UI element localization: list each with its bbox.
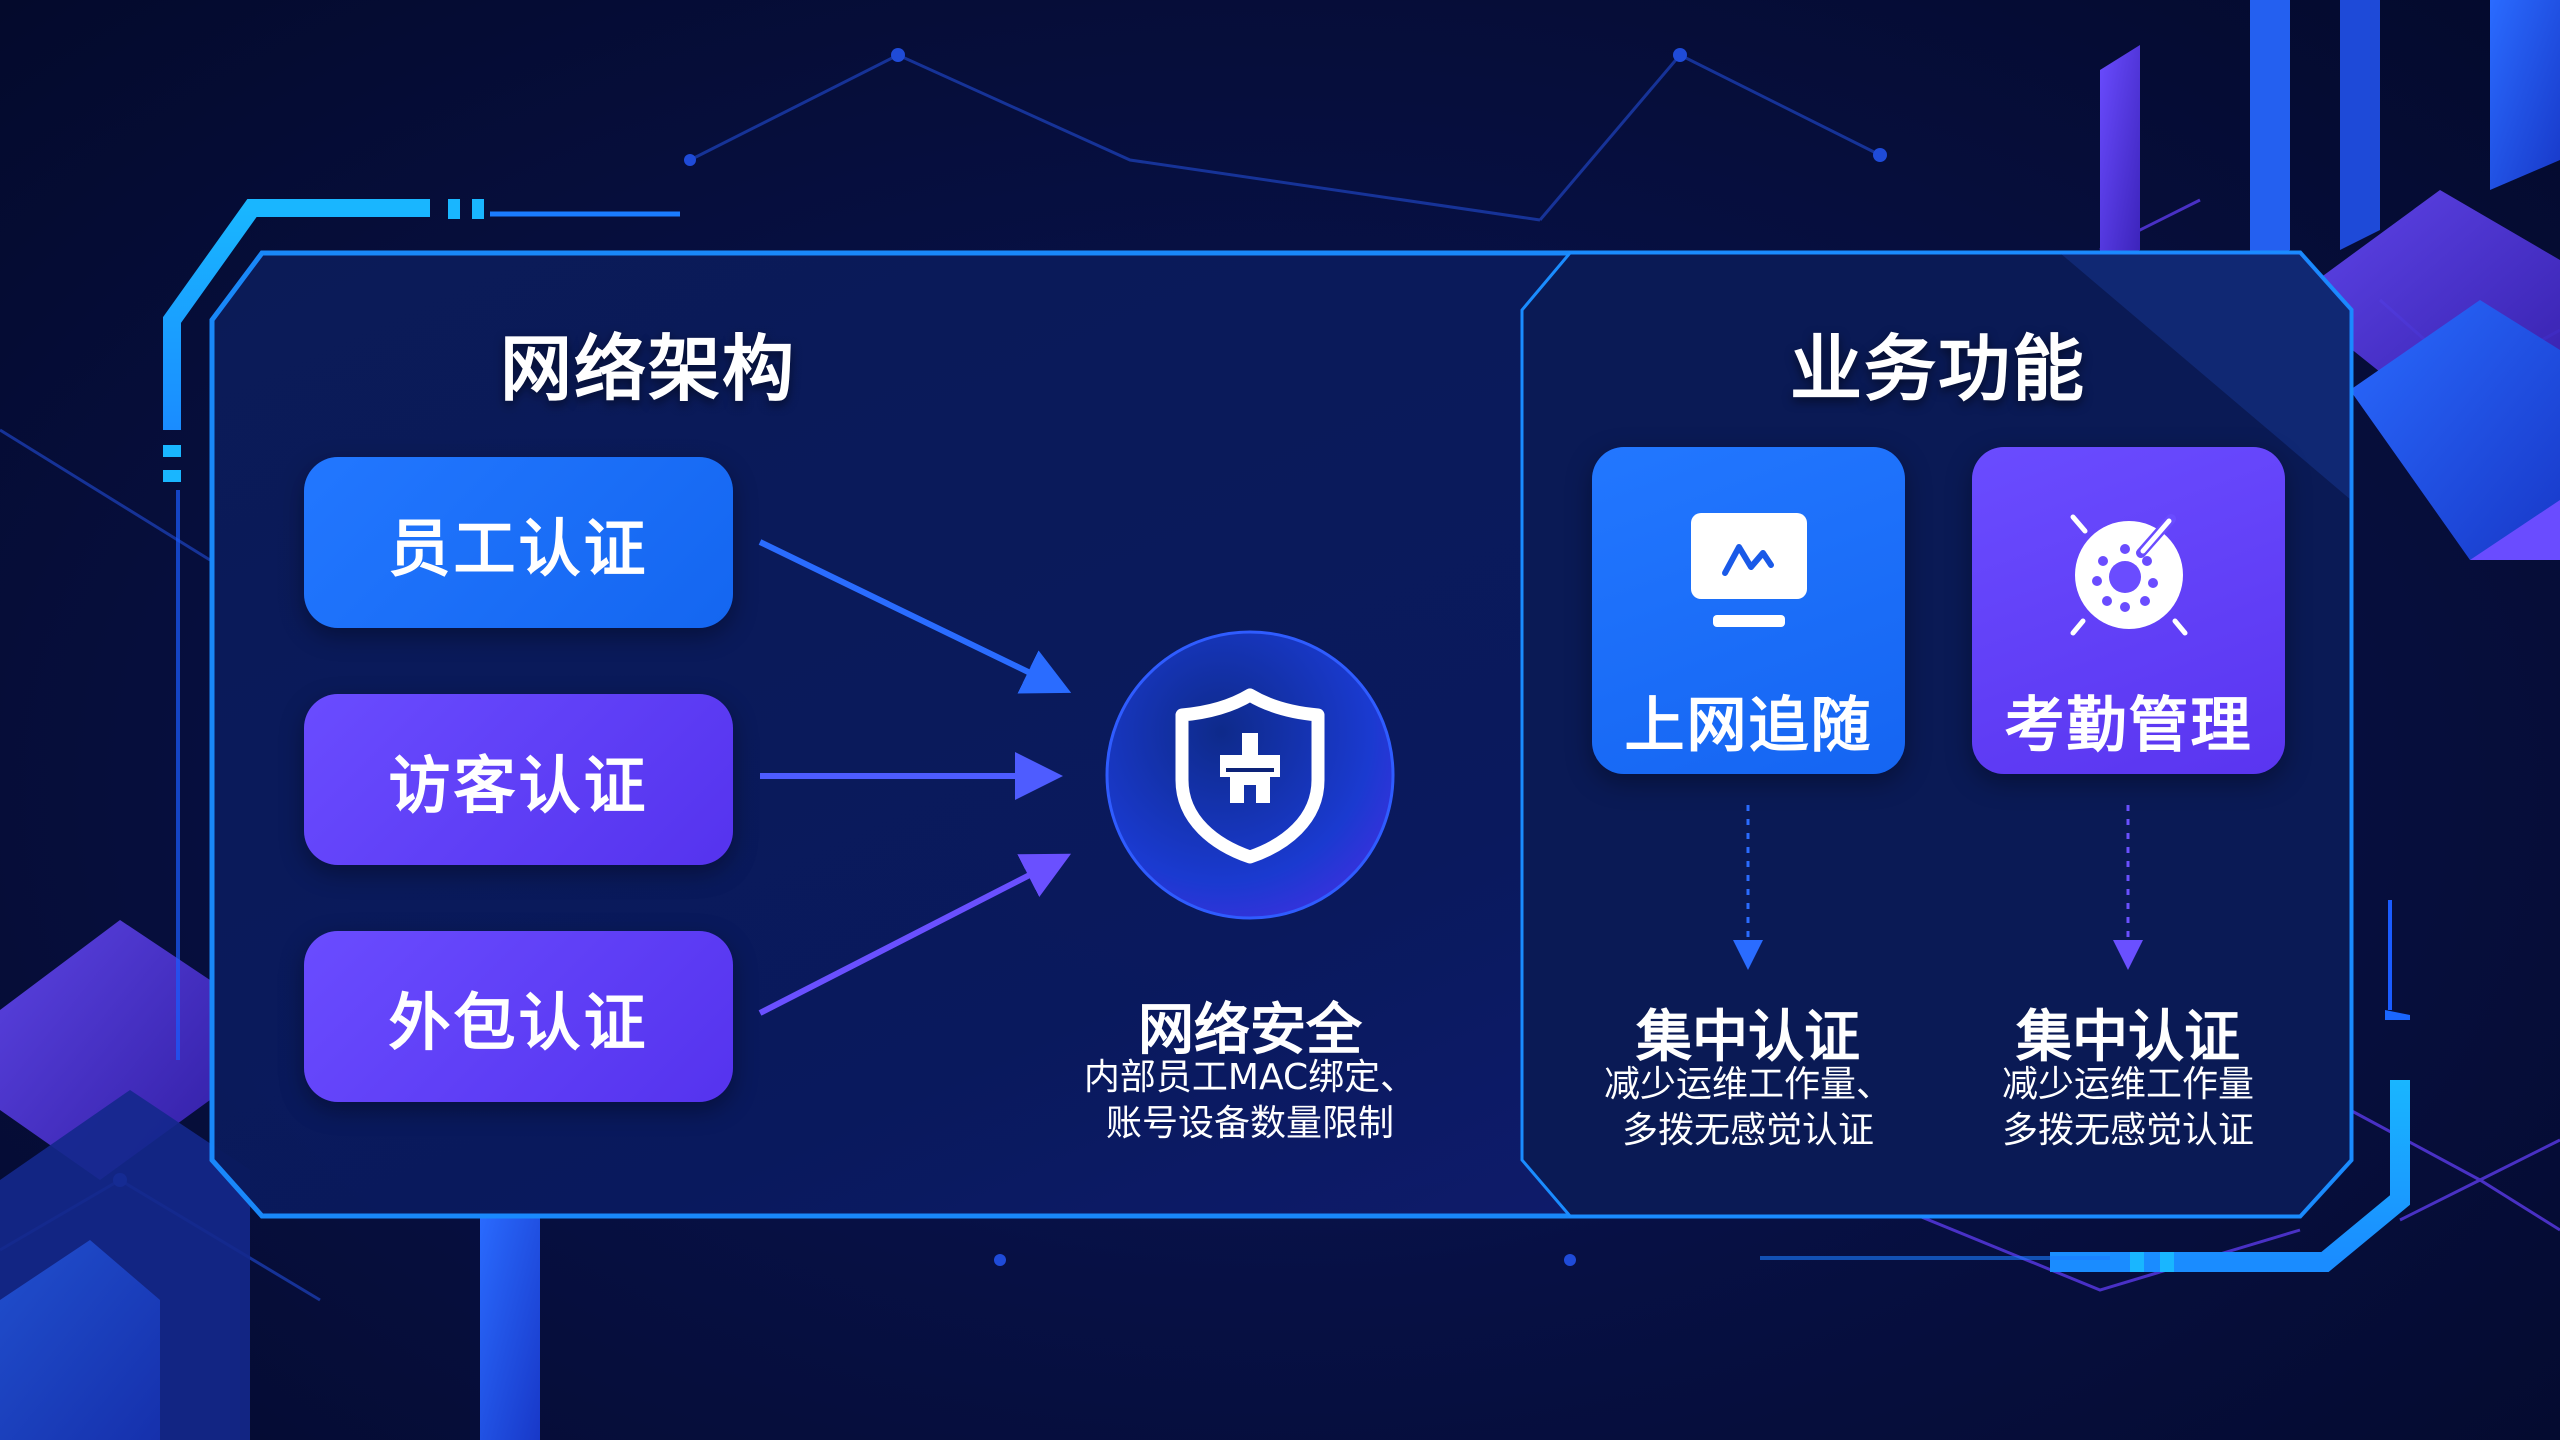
monitor-chart-icon xyxy=(1690,513,1807,627)
central-auth-desc-2-line2: 多拨无感觉认证 xyxy=(2001,1110,2254,1151)
internet-tracking-card[interactable]: 上网追随 xyxy=(1592,447,1905,774)
shield-icon xyxy=(1175,688,1325,864)
employee-auth-button[interactable]: 员工认证 xyxy=(304,457,733,628)
network-security-desc: 内部员工MAC绑定、 账号设备数量限制 xyxy=(1020,1055,1480,1147)
outsource-auth-label: 外包认证 xyxy=(388,985,649,1059)
central-auth-desc-1-line1: 减少运维工作量、 xyxy=(1603,1064,1892,1105)
network-architecture-title: 网络架构 xyxy=(499,327,796,411)
internet-tracking-label: 上网追随 xyxy=(1624,691,1873,761)
employee-auth-label: 员工认证 xyxy=(388,511,649,585)
business-functions-title: 业务功能 xyxy=(1789,327,2086,411)
central-auth-desc-2: 减少运维工作量 多拨无感觉认证 xyxy=(1928,1062,2328,1154)
attendance-management-card[interactable]: 考勤管理 xyxy=(1972,447,2285,774)
outsource-auth-button[interactable]: 外包认证 xyxy=(304,931,733,1102)
visitor-auth-button[interactable]: 访客认证 xyxy=(304,694,733,865)
network-security-desc-line1: 内部员工MAC绑定、 xyxy=(1083,1057,1417,1098)
attendance-management-label: 考勤管理 xyxy=(2004,691,2253,761)
network-security-desc-line2: 账号设备数量限制 xyxy=(1105,1103,1394,1144)
attendance-clock-icon xyxy=(2070,514,2187,636)
central-auth-desc-1: 减少运维工作量、 多拨无感觉认证 xyxy=(1548,1062,1948,1154)
central-auth-desc-1-line2: 多拨无感觉认证 xyxy=(1621,1110,1874,1151)
central-auth-title-2: 集中认证 xyxy=(2016,1005,2240,1070)
visitor-auth-label: 访客认证 xyxy=(388,748,649,822)
central-auth-title-1: 集中认证 xyxy=(1636,1005,1860,1070)
central-auth-desc-2-line1: 减少运维工作量 xyxy=(2001,1064,2254,1105)
network-security-title: 网络安全 xyxy=(1138,998,1362,1063)
